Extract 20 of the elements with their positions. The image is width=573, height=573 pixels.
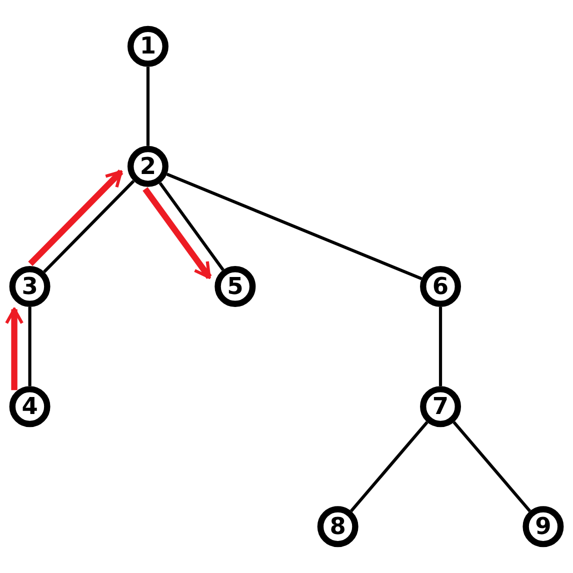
node-circle: 7 — [420, 386, 462, 428]
arrow — [28, 170, 124, 266]
node-circle: 6 — [420, 266, 462, 307]
connector-line — [158, 182, 224, 271]
connector-line — [350, 421, 428, 512]
connector-line — [146, 66, 150, 146]
node-circle: 5 — [214, 266, 256, 307]
node-circle: 9 — [522, 506, 564, 548]
connector-line — [452, 421, 532, 512]
arrow — [5, 308, 24, 390]
arrow — [142, 187, 212, 280]
node-circle: 4 — [9, 386, 50, 428]
connector-line — [43, 180, 135, 273]
connector-line — [166, 172, 422, 280]
node-circle: 2 — [128, 146, 168, 187]
node-circle: 3 — [9, 266, 50, 307]
connector-line — [438, 307, 442, 386]
node-circle: 8 — [317, 506, 358, 548]
connector-line — [28, 307, 32, 386]
node-circle: 1 — [128, 26, 168, 67]
